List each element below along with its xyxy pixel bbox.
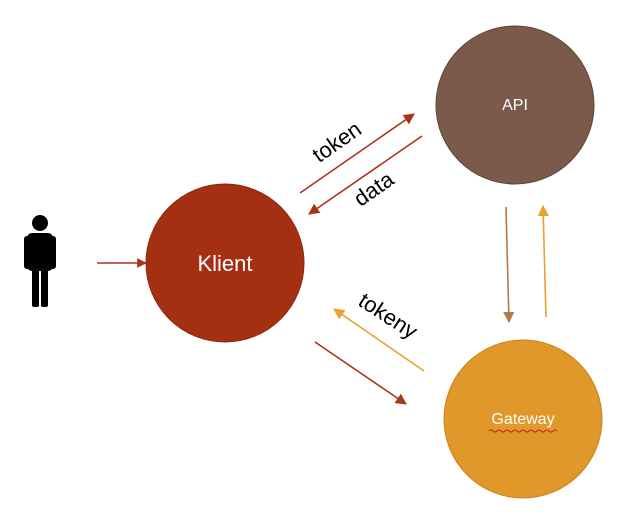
gateway-to-api-arrow [537,204,549,318]
api-node: API [435,25,595,185]
edge-label-tokeny: tokeny [354,288,422,344]
client-to-api-token-arrow [299,113,415,194]
client-node: Klient [145,183,305,343]
gateway-node: Gateway [443,339,603,499]
edge-label-token: token [307,116,365,167]
gateway-to-client-tokeny-arrow [333,308,425,372]
api-to-gateway-arrow [503,206,515,324]
edge-label-data: data [349,166,399,211]
person-icon [24,215,56,307]
client-to-gateway-arrow [314,341,407,405]
gateway-node-label: Gateway [491,411,554,428]
client-node-label: Klient [197,251,252,276]
spellcheck-underline [488,429,558,433]
api-to-client-data-arrow [308,135,423,215]
api-node-label: API [502,97,528,114]
